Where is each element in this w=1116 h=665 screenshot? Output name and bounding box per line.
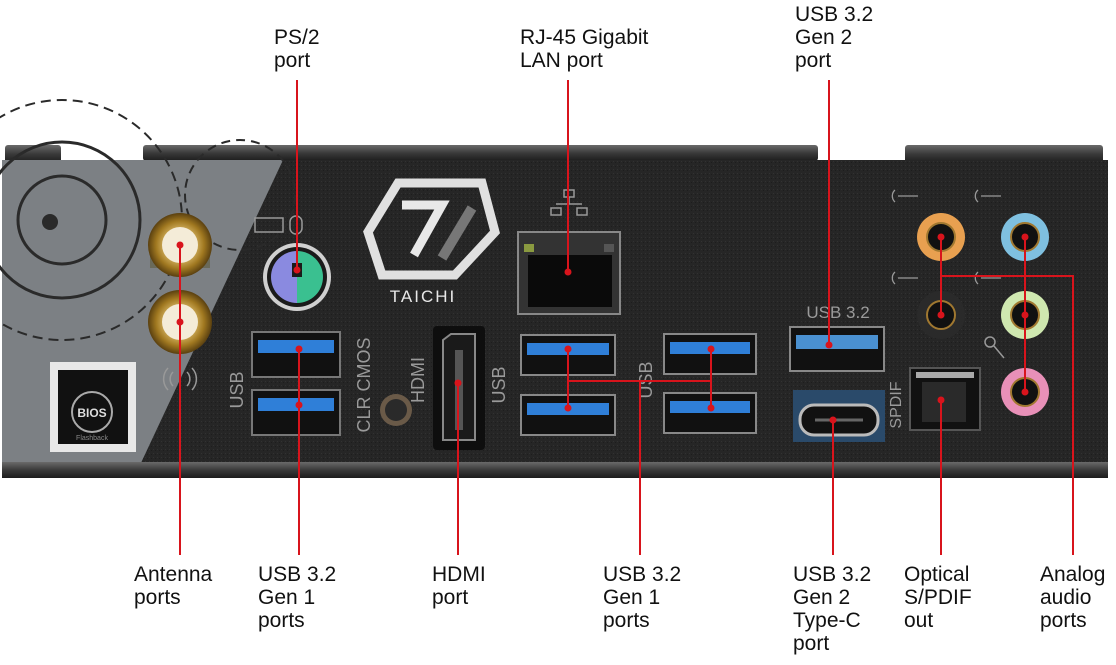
bios-flashback-button[interactable]: BIOS Flashback [50,362,136,452]
label-audio: Analog audio ports [1040,563,1106,632]
bios-label: BIOS [77,406,106,420]
usb-gen1-mid-stack-a[interactable] [520,334,616,436]
speaker-out-icons [891,189,1001,285]
bottom-rail [2,462,1108,478]
leader-audio-main [941,275,1074,555]
label-spdif: Optical S/PDIF out [904,563,972,632]
taichi-logo: TAICHI [363,178,500,306]
flashback-label: Flashback [76,435,108,442]
silk-spdif: SPDIF [888,381,905,428]
label-antenna: Antenna ports [134,563,213,609]
label-hdmi: HDMI port [432,563,486,609]
label-usb-gen1-left: USB 3.2 Gen 1 ports [258,563,337,632]
leader-dots [176,233,1029,424]
silk-usb-mid: USB [489,366,509,403]
usb-gen1-left-stack[interactable] [251,331,341,436]
logo-text: TAICHI [390,287,456,306]
label-rj45: RJ-45 Gigabit LAN port [520,26,649,72]
label-ps2: PS/2 port [274,26,320,72]
silk-hdmi: HDMI [408,357,428,403]
keyboard-icon [254,217,284,233]
label-usb-gen1-mid: USB 3.2 Gen 1 ports [603,563,682,632]
silk-usb-left: USB [227,371,247,408]
usb-gen2-port[interactable] [789,326,885,372]
top-flanges [5,145,1103,163]
label-usb-gen2: USB 3.2 Gen 2 port [795,3,874,72]
label-usb-typec: USB 3.2 Gen 2 Type-C port [793,563,872,655]
leader-lines [179,80,1074,555]
ps2-port[interactable] [254,215,331,311]
silk-usb32: USB 3.2 [806,303,869,322]
silk-clr-cmos: CLR CMOS [354,337,374,432]
clr-cmos-button[interactable] [380,394,412,426]
microphone-icon [984,336,1005,359]
usb-typec-port[interactable] [793,390,885,442]
optical-spdif-port[interactable] [909,367,981,431]
